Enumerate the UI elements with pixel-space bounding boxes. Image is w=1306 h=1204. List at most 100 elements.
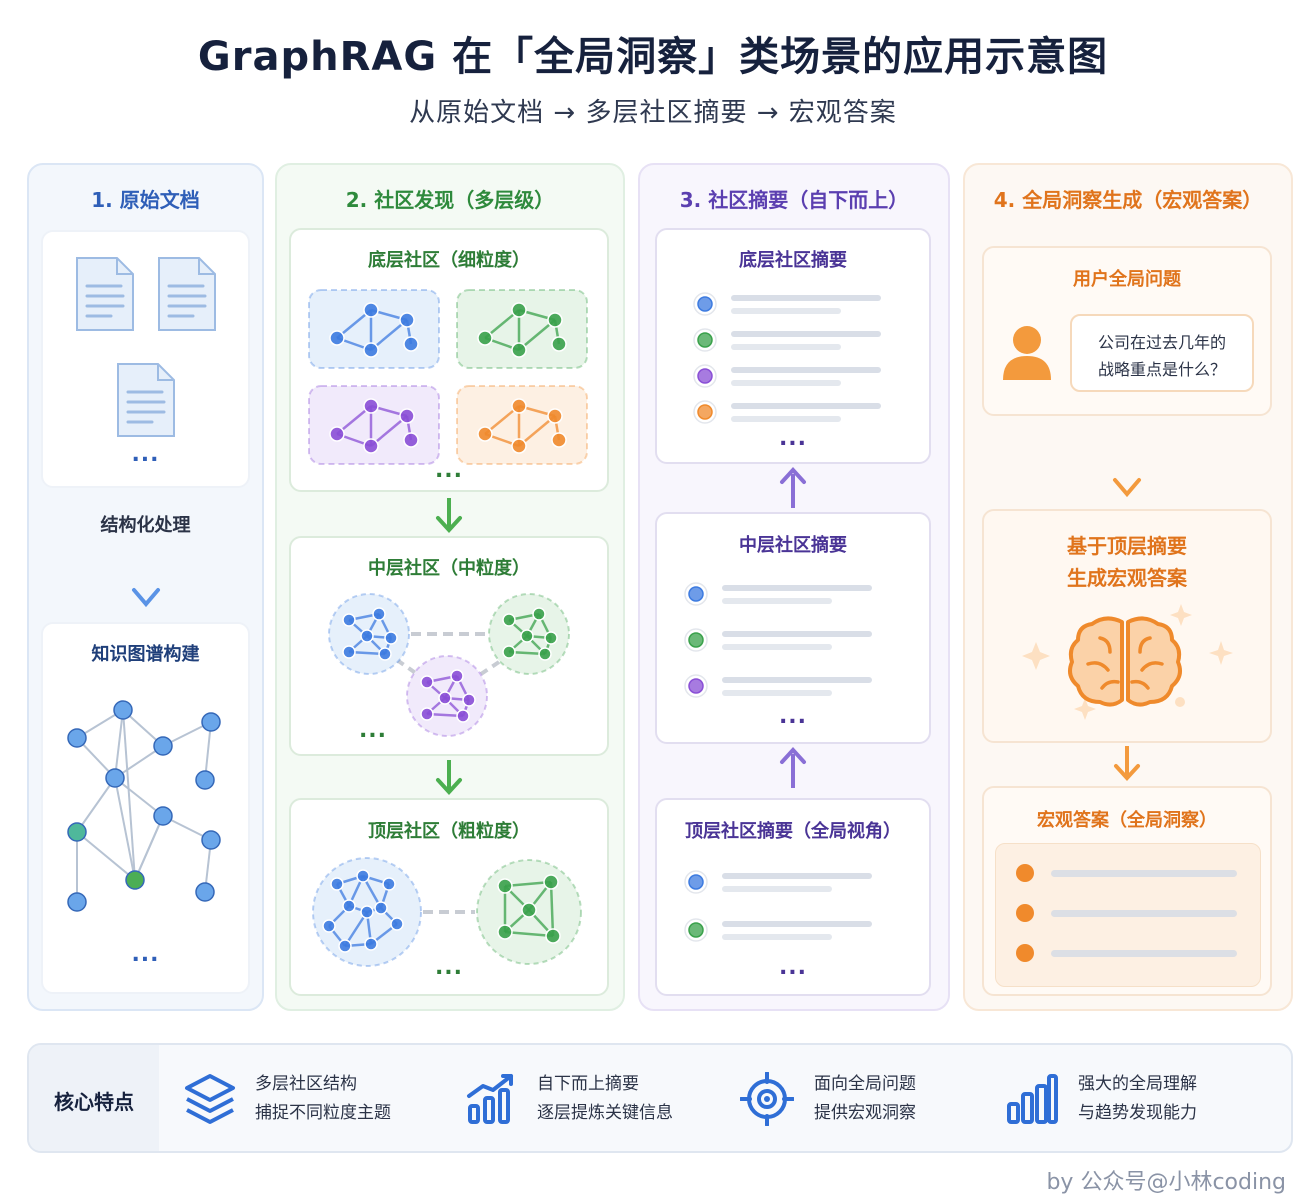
answer-bullet [1016, 864, 1034, 882]
graph-edge [518, 319, 556, 351]
graph-node [547, 312, 563, 328]
answer-generation-title-1: 基于顶层摘要 [1067, 534, 1187, 558]
summary-bullet [688, 632, 704, 648]
question-bubble [1070, 314, 1254, 392]
knowledge-graph-ellipsis: ... [131, 942, 160, 967]
documents-ellipsis: ... [131, 442, 160, 467]
community-graph [497, 874, 561, 944]
graph-edge [504, 930, 554, 938]
summary-line [731, 380, 841, 386]
graph-edge [370, 415, 408, 447]
graph-node [462, 693, 476, 707]
graph-node [497, 878, 513, 894]
process-label: 结构化处理 [100, 515, 191, 536]
community-graph [329, 302, 419, 358]
feature-1-line-2: 捕捉不同粒度主题 [255, 1103, 391, 1123]
down-arrow-icon [1113, 434, 1141, 498]
summary-line [731, 367, 881, 373]
sparkle-icon [1022, 604, 1233, 720]
top-community-title: 顶层社区（粗粒度） [368, 821, 530, 842]
graph-node [511, 342, 527, 358]
features-bar [27, 1043, 1293, 1153]
graph-node [420, 707, 434, 721]
summary-line [722, 598, 832, 604]
summary-line [722, 934, 832, 940]
graph-node [538, 647, 552, 661]
middle-summary-title: 中层社区摘要 [739, 535, 847, 556]
features-label: 核心特点 [54, 1090, 134, 1114]
graph-node [363, 398, 379, 414]
community-link [479, 660, 501, 676]
graph-node [113, 700, 133, 720]
graph-node [456, 709, 470, 723]
graph-node [329, 426, 345, 442]
graph-node [201, 712, 221, 732]
community-link [395, 658, 419, 676]
graph-node [544, 631, 558, 645]
page-title: GraphRAG 在「全局洞察」类场景的应用示意图 [197, 34, 1109, 80]
answer-line [1051, 870, 1237, 877]
graph-node [360, 905, 374, 919]
summary-bullet [688, 586, 704, 602]
graph-node [329, 330, 345, 346]
graph-node [403, 432, 419, 448]
top-summary-title: 顶层社区摘要（全局视角） [685, 821, 901, 842]
layers-icon [185, 1074, 235, 1124]
document-lines [85, 284, 207, 424]
graph-node [360, 629, 374, 643]
graph-node [378, 647, 392, 661]
middle-summary-list [684, 582, 872, 698]
graph-node [363, 342, 379, 358]
community-graph [502, 607, 558, 661]
summary-line [731, 295, 881, 301]
summary-line [731, 344, 841, 350]
features-label-box [29, 1045, 159, 1151]
graph-edge [122, 709, 136, 881]
middle-summary-card [655, 512, 931, 744]
summary-line [722, 690, 832, 696]
graph-node [520, 629, 534, 643]
summary-line [722, 921, 872, 927]
middle-community-title: 中层社区（中粒度） [368, 558, 530, 579]
graph-node [201, 830, 221, 850]
up-arrow-icon [780, 467, 806, 508]
macro-answer-title: 宏观答案（全局洞察） [1037, 810, 1217, 831]
up-arrow-icon [780, 747, 806, 788]
middle-community-ellipsis: ... [358, 718, 388, 743]
column-3-title: 3. 社区摘要（自下而上） [679, 188, 909, 212]
bar-chart-icon [1007, 1074, 1058, 1124]
summary-line [731, 331, 881, 337]
graph-node [384, 631, 398, 645]
summary-bullet [697, 332, 713, 348]
summary-line [722, 886, 832, 892]
graph-node [322, 919, 336, 933]
bottom-summary-list [693, 292, 881, 424]
bottom-community-graphs [308, 289, 588, 465]
community-graph [322, 869, 404, 953]
graph-node [438, 691, 452, 705]
summary-bullet [688, 922, 704, 938]
macro-answer-list [1016, 864, 1237, 962]
feature-4-line-1: 强大的全局理解 [1078, 1074, 1197, 1094]
answer-generation-title-2: 生成宏观答案 [1067, 566, 1187, 590]
graph-edge [134, 815, 164, 881]
graph-edge [114, 709, 124, 779]
graph-node [511, 398, 527, 414]
graph-node [521, 902, 537, 918]
graph-node [532, 607, 546, 621]
summary-line [731, 403, 881, 409]
feature-3-line-1: 面向全局问题 [814, 1074, 916, 1094]
bottom-summary-title: 底层社区摘要 [739, 250, 847, 271]
summary-line [731, 416, 841, 422]
top-community-graphs [312, 857, 582, 967]
answer-line [1051, 910, 1237, 917]
graph-node [450, 669, 464, 683]
summary-bullet [697, 296, 713, 312]
graph-node [420, 675, 434, 689]
knowledge-graph-network [67, 700, 221, 912]
graph-node [403, 336, 419, 352]
summary-line [722, 644, 832, 650]
column-1-title: 1. 原始文档 [91, 188, 200, 212]
summary-line [731, 308, 841, 314]
